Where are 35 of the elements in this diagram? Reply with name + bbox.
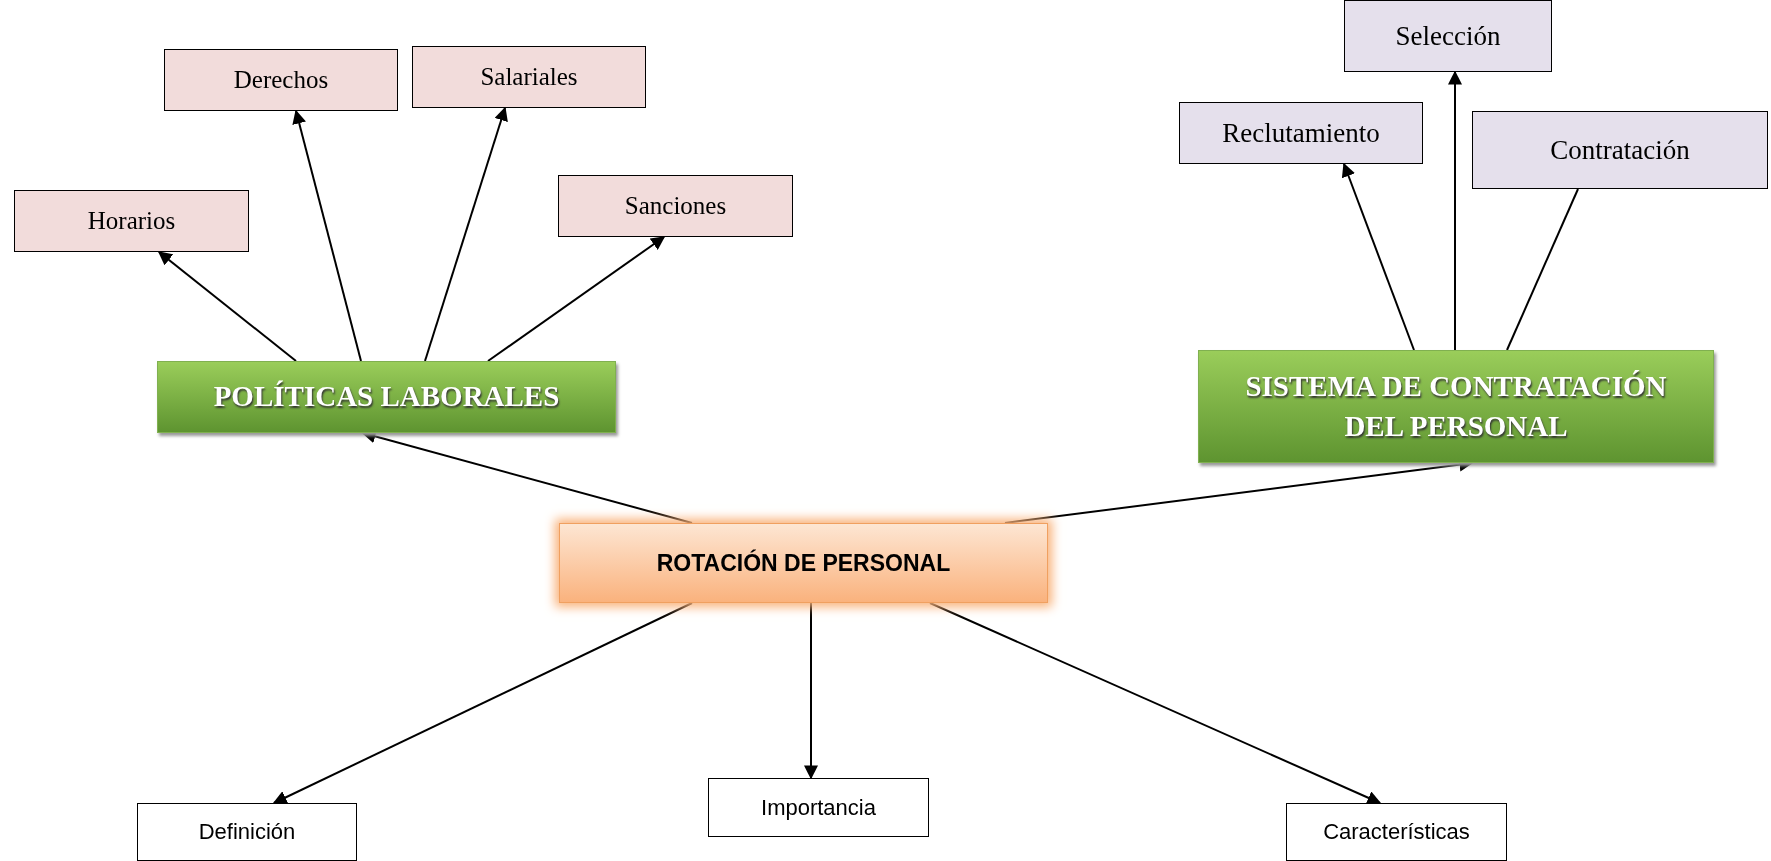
node-label: Contratación (1550, 134, 1690, 166)
arrow (929, 602, 1382, 805)
arrow (1448, 70, 1462, 351)
subtopic-box (1286, 803, 1507, 861)
subtopic-box (1344, 0, 1552, 72)
arrow (292, 109, 362, 362)
central-topic-box (559, 523, 1048, 603)
node-label: Salariales (480, 63, 578, 91)
subtopic-box (708, 778, 929, 837)
arrow (272, 602, 693, 804)
arrow (1341, 162, 1415, 351)
node-label: Horarios (87, 207, 176, 235)
node-label: ROTACIÓN DE PERSONAL (656, 549, 951, 577)
node-label: Importancia (761, 794, 876, 821)
subtopic-box (1472, 111, 1768, 189)
node-label: Definición (198, 819, 296, 845)
node-label: Reclutamiento (1222, 117, 1380, 149)
arrow (424, 106, 508, 362)
node-label: Sanciones (624, 192, 727, 220)
subtopic-box (412, 46, 646, 108)
node-label: Selección (1395, 20, 1501, 52)
subtopic-box (1179, 102, 1423, 164)
subtopic-box (14, 190, 249, 252)
category-box (1198, 350, 1714, 463)
arrow (804, 602, 818, 780)
node-label: SISTEMA DE CONTRATACIÓN DEL PERSONAL (1244, 369, 1668, 444)
node-label: Derechos (233, 66, 329, 94)
arrow (157, 251, 297, 362)
subtopic-box (558, 175, 793, 237)
subtopic-box (164, 49, 398, 111)
node-label: POLÍTICAS LABORALES (213, 379, 560, 415)
arrow (487, 236, 666, 362)
node-label: Características (1323, 819, 1470, 845)
subtopic-box (137, 803, 357, 861)
category-box (157, 361, 616, 433)
